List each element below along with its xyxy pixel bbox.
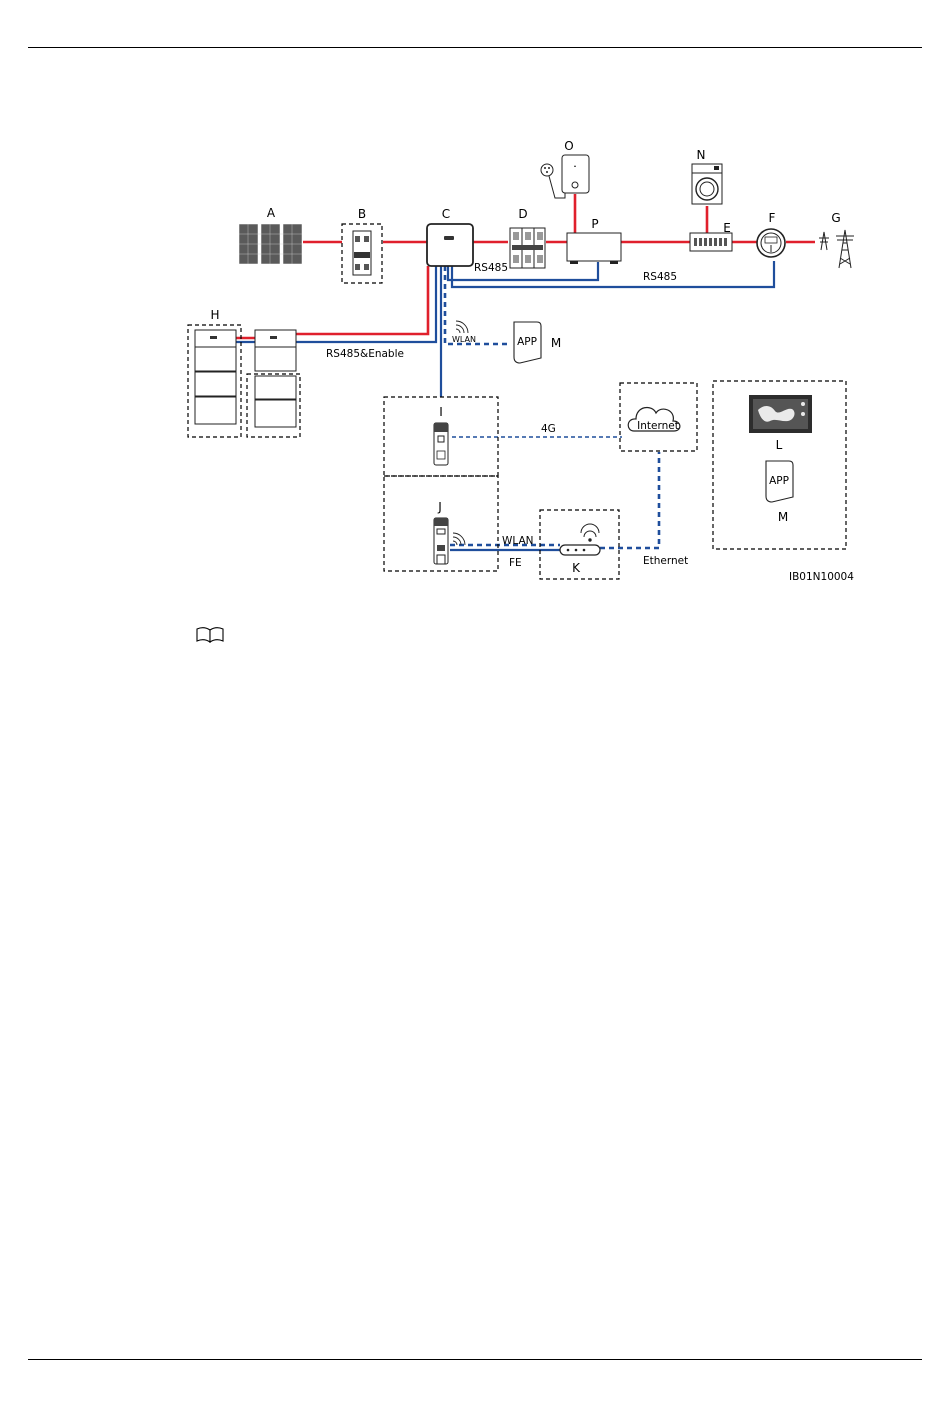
wireless-links bbox=[445, 266, 659, 548]
power-grid-icon bbox=[819, 230, 854, 268]
link-ethernet bbox=[600, 452, 659, 548]
dc-switch-icon bbox=[353, 231, 371, 275]
washing-machine-icon bbox=[692, 164, 722, 204]
label-f: F bbox=[769, 211, 776, 225]
label-wlan-k: WLAN bbox=[502, 535, 534, 547]
label-m-app: M bbox=[551, 336, 561, 350]
book-icon bbox=[197, 628, 223, 642]
wlan-fe-dongle-icon bbox=[434, 518, 448, 564]
ac-breaker-icon bbox=[510, 228, 545, 268]
link-wlan-app bbox=[445, 266, 510, 344]
app-icon-management-label: APP bbox=[769, 475, 789, 487]
label-p: P bbox=[591, 217, 598, 231]
label-wlan-app: WLAN bbox=[452, 335, 476, 344]
water-heater-icon bbox=[541, 155, 589, 198]
wifi-signal-icon bbox=[453, 533, 465, 545]
monitor-screen-icon bbox=[749, 395, 812, 433]
controller-box-icon bbox=[567, 233, 621, 264]
label-rs485-meter: RS485 bbox=[643, 271, 677, 283]
figure-id: IB01N10004 bbox=[789, 571, 854, 583]
cloud-label: Internet bbox=[637, 420, 679, 432]
battery-stack-2-icon bbox=[255, 330, 296, 427]
label-rs485-top: RS485 bbox=[474, 262, 508, 274]
distribution-board-icon bbox=[690, 233, 732, 251]
battery-stack-icon bbox=[195, 330, 236, 424]
router-icon bbox=[560, 524, 600, 555]
label-h: H bbox=[210, 308, 219, 322]
wifi-signal-app-icon bbox=[456, 321, 468, 333]
label-4g: 4G bbox=[541, 423, 556, 435]
line-c-battery bbox=[296, 266, 428, 334]
label-ethernet: Ethernet bbox=[643, 555, 688, 567]
label-b: B bbox=[358, 207, 366, 221]
label-i: I bbox=[439, 405, 443, 419]
label-n: N bbox=[697, 148, 706, 162]
4g-dongle-icon bbox=[434, 423, 448, 465]
label-d: D bbox=[518, 207, 527, 221]
inverter-icon bbox=[427, 224, 473, 266]
app-icon-label: APP bbox=[517, 336, 537, 348]
label-l: L bbox=[776, 438, 783, 452]
label-g: G bbox=[831, 211, 840, 225]
pv-array-icon bbox=[239, 224, 302, 264]
comm-lines bbox=[236, 261, 774, 550]
line-rs485-enable bbox=[296, 266, 436, 342]
label-m-management: M bbox=[778, 510, 788, 524]
label-o: O bbox=[564, 139, 573, 153]
label-k: K bbox=[572, 561, 581, 575]
label-rs485-enable: RS485&Enable bbox=[326, 348, 404, 360]
label-c: C bbox=[442, 207, 450, 221]
label-a: A bbox=[267, 206, 276, 220]
label-j: J bbox=[437, 500, 442, 514]
label-fe: FE bbox=[509, 557, 522, 569]
smart-meter-icon bbox=[757, 229, 785, 257]
label-e: E bbox=[723, 221, 731, 235]
